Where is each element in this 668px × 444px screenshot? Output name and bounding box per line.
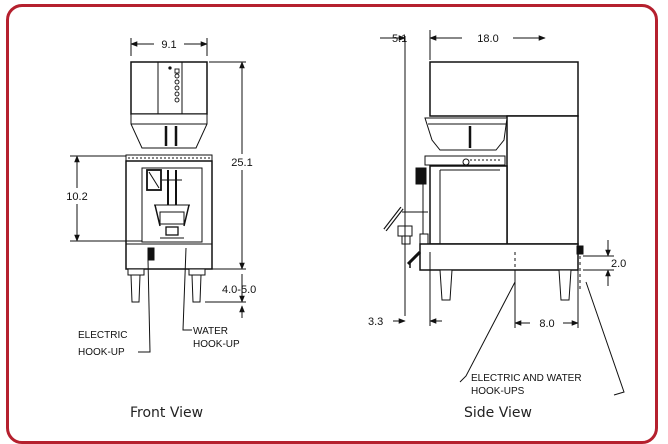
front-top-housing bbox=[130, 61, 208, 115]
front-spout-dim: 10.2 bbox=[66, 191, 87, 203]
dimension-drawing: 9.1 25.1 10.2 4.0-5.0 ELECTRIC HOOK-UP W… bbox=[66, 30, 626, 397]
control-panel-icon bbox=[168, 66, 180, 103]
front-server bbox=[141, 167, 203, 243]
front-electric-label-2: HOOK-UP bbox=[78, 347, 125, 358]
side-top-housing bbox=[429, 61, 579, 117]
side-view-drawing bbox=[380, 30, 625, 396]
side-base bbox=[419, 243, 579, 271]
side-brew-funnel bbox=[424, 117, 508, 151]
side-hookup-depth-dim: 8.0 bbox=[539, 318, 554, 330]
side-view-caption: Side View bbox=[464, 405, 532, 421]
side-offset-dim: 5.1 bbox=[392, 33, 407, 45]
side-front-offset-dim: 3.3 bbox=[368, 316, 383, 328]
front-water-label-1: WATER bbox=[193, 326, 228, 337]
side-drip-tray bbox=[424, 155, 506, 166]
side-upper-column bbox=[506, 115, 579, 245]
side-left-leg bbox=[439, 269, 453, 301]
front-left-leg bbox=[130, 274, 141, 303]
front-right-leg bbox=[191, 274, 202, 303]
front-height-dim: 25.1 bbox=[231, 157, 252, 169]
front-view-drawing bbox=[70, 38, 246, 353]
side-hookups-label-1: ELECTRIC AND WATER bbox=[471, 373, 582, 384]
side-server bbox=[383, 165, 508, 245]
front-brew-funnel bbox=[130, 113, 208, 149]
front-width-dim: 9.1 bbox=[161, 39, 176, 51]
side-depth-dim: 18.0 bbox=[477, 33, 498, 45]
side-right-leg bbox=[558, 269, 572, 301]
side-hookup-height-dim: 2.0 bbox=[611, 258, 626, 270]
front-water-label-2: HOOK-UP bbox=[193, 339, 240, 350]
front-electric-fitting bbox=[147, 247, 155, 261]
front-view-caption: Front View bbox=[130, 405, 204, 421]
front-leg-dim: 4.0-5.0 bbox=[222, 284, 256, 296]
front-electric-label-1: ELECTRIC bbox=[78, 330, 127, 341]
side-hookups-label-2: HOOK-UPS bbox=[471, 386, 525, 397]
